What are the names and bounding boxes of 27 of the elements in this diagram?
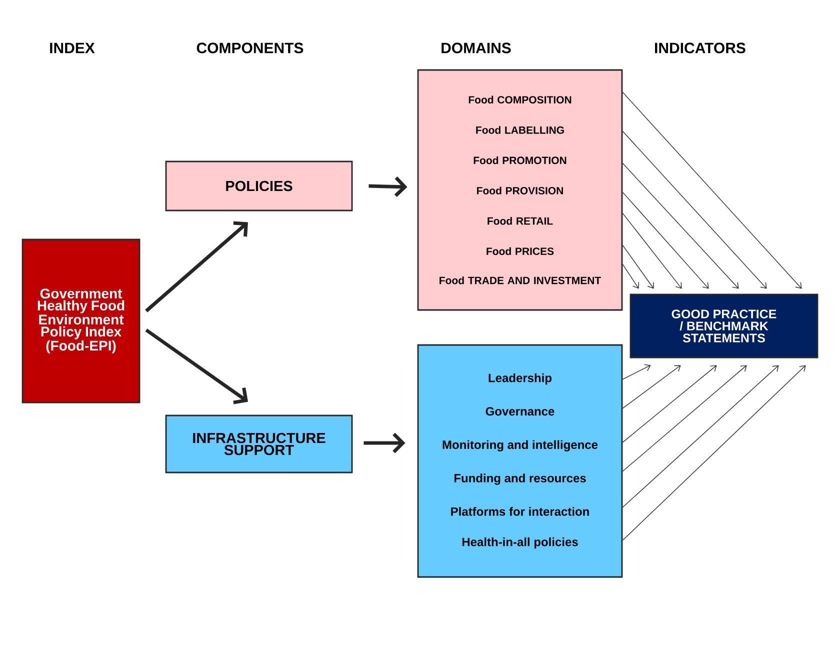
arrow: [622, 365, 681, 409]
arrow: [622, 192, 709, 289]
arrow: [368, 176, 408, 197]
arrow: [622, 162, 739, 289]
component-box: INFRASTRUCTURE SUPPORT: [165, 414, 353, 474]
column-heading: DOMAINS: [442, 42, 511, 54]
arrow: [622, 264, 639, 289]
index-box: Government Healthy Food Environment Policy Index (Food-EPI): [22, 238, 140, 404]
arrow: [622, 365, 747, 472]
indicator-box: GOOD PRACTICE / BENCHMARK STATEMENTS: [630, 294, 818, 358]
arrow: [364, 432, 406, 454]
column-heading: INDICATORS: [655, 42, 746, 54]
component-box: POLICIES: [165, 160, 353, 212]
arrow: [145, 221, 248, 312]
arrow: [622, 92, 802, 289]
arrow: [145, 328, 248, 404]
arrow: [622, 244, 654, 289]
column-heading: COMPONENTS: [196, 42, 304, 54]
arrow: [622, 364, 651, 380]
column-heading: INDEX: [50, 42, 95, 54]
domain-panel: Leadership Governance Monitoring and intelligence Funding and resources Platforms for interaction Health-in-all policies: [417, 344, 623, 578]
arrow: [622, 365, 717, 443]
arrow: [622, 130, 767, 289]
arrow: [622, 365, 779, 508]
arrow: [622, 212, 682, 289]
arrow: [622, 365, 806, 541]
domain-panel: Food COMPOSITION Food LABELLING Food PROMOTION Food PROVISION Food RETAIL Food PRICES Food TRADE AND INVESTMENT: [417, 69, 623, 311]
